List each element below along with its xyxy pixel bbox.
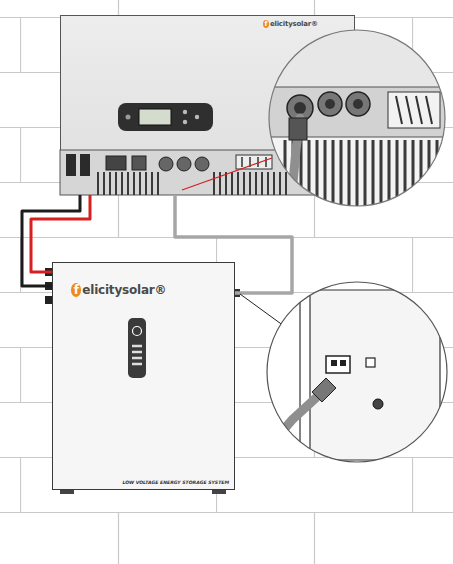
zoom-rj45-port — [326, 356, 350, 373]
cable-path — [175, 195, 292, 293]
zoom-port-pin — [340, 360, 346, 366]
zoom-gland-core — [325, 99, 335, 109]
zoom-bottom-panel — [265, 87, 453, 137]
battery-terminal — [45, 268, 52, 276]
gland-connector — [177, 157, 191, 171]
zoom-gland — [287, 95, 313, 121]
battery-foot — [60, 490, 74, 494]
zoom-fins — [285, 140, 437, 210]
pv-connector — [66, 154, 76, 176]
zoom-ground-knob — [373, 399, 383, 409]
zoom-battery — [268, 290, 440, 460]
terminal-slots — [242, 157, 266, 167]
heatsink-fins — [98, 172, 286, 195]
zoom-terminal-block — [388, 92, 440, 128]
terminal-block — [236, 155, 272, 169]
status-led — [126, 115, 131, 120]
zoom-cable — [290, 118, 300, 215]
zoom-gland — [318, 92, 342, 116]
zoom-gland-core — [294, 102, 306, 114]
comm-port — [235, 289, 240, 297]
switch-block — [106, 156, 126, 170]
gland-connector — [159, 157, 173, 171]
lcd-panel — [118, 103, 213, 131]
inverter-bottom-band — [60, 150, 355, 195]
power-cable — [22, 195, 90, 286]
brand-logo: felicitysolar® — [71, 283, 166, 297]
cable-path — [22, 195, 80, 286]
leader-line — [240, 294, 284, 326]
zoom-battery-edge — [300, 290, 310, 460]
zoom-circle-outline — [269, 30, 445, 206]
zoom-terminal-slots — [396, 96, 432, 124]
zoom-gland-core — [353, 99, 363, 109]
communication-cable — [175, 195, 292, 293]
panel-button — [183, 110, 187, 114]
zoom-plug — [289, 118, 307, 140]
brand-logo: felicitysolar® — [263, 20, 318, 28]
panel-button — [183, 120, 187, 124]
battery-terminal — [45, 296, 52, 304]
zoom-cable — [268, 396, 318, 448]
lcd-screen — [139, 109, 171, 125]
inverter-box: felicitysolar® — [60, 15, 355, 195]
leader-line — [182, 158, 272, 190]
product-caption: LOW VOLTAGE ENERGY STORAGE SYSTEM — [122, 480, 229, 485]
pv-connector — [80, 154, 90, 176]
vent-slot — [300, 156, 340, 166]
zoom-battery-side — [310, 290, 440, 460]
zoom-circle — [269, 30, 445, 206]
battery-foot — [212, 490, 226, 494]
battery-box: felicitysolar® LOW VOLTAGE ENERGY STORAGE… — [52, 262, 235, 490]
zoom-dip-switch — [366, 358, 375, 367]
power-button — [133, 327, 142, 336]
battery-terminal — [45, 282, 52, 290]
zoom-inverter — [265, 25, 453, 215]
zoom-circle-outline — [267, 282, 447, 462]
cable-path — [31, 195, 90, 272]
zoom-gland — [346, 92, 370, 116]
zoom-port-pin — [331, 360, 337, 366]
panel-button — [195, 115, 199, 119]
battery-display — [128, 318, 146, 378]
zoom-rj45-plug — [312, 378, 336, 402]
zoom-circle — [267, 282, 447, 462]
zoom-inverter-body — [265, 25, 453, 87]
gland-connector — [195, 157, 209, 171]
port-block — [132, 156, 146, 170]
soc-leds — [132, 346, 142, 364]
